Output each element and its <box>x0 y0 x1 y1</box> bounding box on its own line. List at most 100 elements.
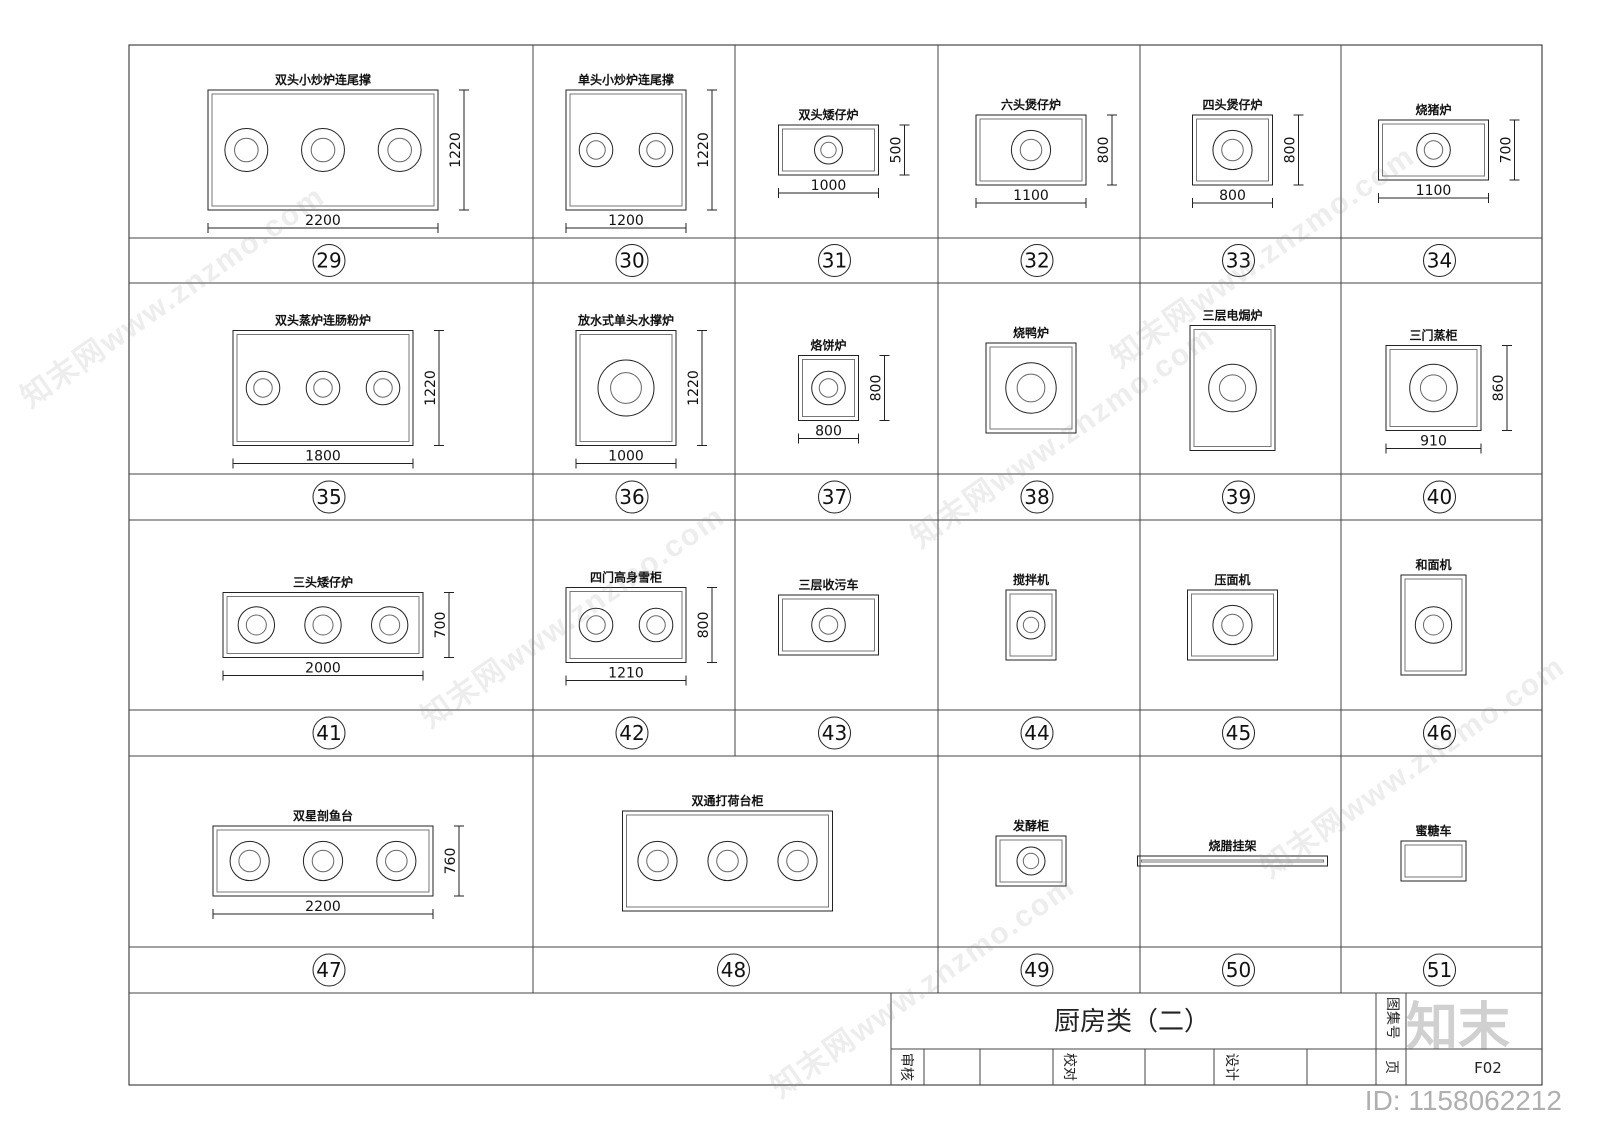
equipment-title: 烧猪炉 <box>1415 102 1451 117</box>
item-number-circle <box>1423 244 1456 277</box>
depth-dimension-label: 800 <box>1096 137 1112 164</box>
equipment-title: 四头煲仔炉 <box>1202 97 1262 112</box>
burner-shape <box>578 132 614 168</box>
equipment-inner-outline <box>782 128 875 172</box>
item-number-circle <box>1423 716 1456 750</box>
item-number-circle <box>1423 953 1456 987</box>
depth-dimension-label: 1220 <box>696 132 712 168</box>
item-number-circle <box>1222 716 1255 750</box>
burner-shape <box>1016 610 1046 640</box>
item-number-circle <box>1222 244 1255 277</box>
burner-ring <box>716 849 739 873</box>
burner-shape <box>305 370 341 406</box>
item-number-circle <box>615 480 649 514</box>
width-dimension-label: 1100 <box>1416 183 1452 199</box>
burner-shape <box>1016 846 1046 876</box>
burner-shape <box>1212 129 1253 171</box>
burner-shape <box>365 370 401 406</box>
burner-ring <box>1423 140 1444 160</box>
equipment-outline <box>798 355 859 421</box>
burner-ring <box>610 372 642 404</box>
equipment-outline <box>222 592 424 658</box>
equipment-title: 烧腊挂架 <box>1208 838 1256 853</box>
item-number: 40 <box>1427 485 1452 509</box>
burner-ring <box>1019 138 1043 162</box>
equipment-title: 发酵柜 <box>1012 818 1049 833</box>
equipment-cell-46: 和面机 46 <box>1400 557 1467 750</box>
burner-shape <box>370 606 409 644</box>
item-number: 41 <box>316 721 341 745</box>
page-number: F02 <box>1474 1059 1502 1077</box>
grid-lines <box>129 45 1542 994</box>
burner-ring <box>1422 614 1445 636</box>
item-number-circle <box>1423 480 1456 514</box>
width-dimension-label: 910 <box>1420 434 1447 450</box>
equipment-title: 三层电焗炉 <box>1202 308 1262 323</box>
proofread-label: 校对 <box>1061 1053 1078 1081</box>
width-dimension-label: 1000 <box>811 178 847 194</box>
item-number: 34 <box>1427 249 1452 273</box>
depth-dimension-label: 1220 <box>423 370 439 406</box>
item-number: 38 <box>1024 485 1049 509</box>
item-number: 50 <box>1226 958 1251 982</box>
item-number: 29 <box>316 249 341 273</box>
item-number-circle <box>717 953 750 987</box>
title-block <box>890 993 1542 1085</box>
burner-shape <box>597 359 655 417</box>
equipment-inner-outline <box>1191 593 1274 657</box>
item-number: 49 <box>1024 958 1049 982</box>
item-number-circle <box>818 716 851 750</box>
burner-shape <box>638 132 674 168</box>
equipment-title: 蜜糖车 <box>1415 823 1451 838</box>
equipment-outline <box>207 89 439 211</box>
id-tag: ID: 1158062212 <box>1364 1085 1562 1116</box>
equipment-outline <box>1400 574 1467 676</box>
depth-dimension-label: 1220 <box>686 370 702 406</box>
equipment-inner-outline <box>236 334 410 442</box>
item-number-circle <box>615 244 649 277</box>
burner-shape <box>814 135 843 165</box>
equipment-title: 和面机 <box>1414 557 1451 572</box>
burner-ring <box>245 614 267 636</box>
item-number: 36 <box>619 485 644 509</box>
equipment-outline <box>778 124 879 176</box>
equipment-inner-outline <box>216 829 430 893</box>
equipment-cell-50: 烧腊挂架 50 <box>1137 838 1328 987</box>
burner-shape <box>811 607 846 643</box>
burner-ring <box>1022 852 1040 870</box>
burner-shape <box>1005 362 1057 414</box>
burner-ring <box>310 137 336 163</box>
burner-shape <box>245 370 281 406</box>
equipment-inner-outline <box>1196 118 1269 182</box>
item-number-circle <box>312 244 346 277</box>
equipment-inner-outline <box>226 596 420 654</box>
burner-shape <box>1208 363 1257 413</box>
item-number: 37 <box>822 485 847 509</box>
item-number: 46 <box>1427 721 1452 745</box>
equipment-title: 三门蒸柜 <box>1409 328 1457 343</box>
burner-ring <box>818 378 839 398</box>
equipment-title: 烙饼炉 <box>810 338 846 353</box>
depth-dimension-label: 500 <box>889 137 905 164</box>
item-number-circle <box>818 480 851 514</box>
width-dimension-label: 1000 <box>608 449 644 465</box>
burner-ring <box>1022 616 1040 634</box>
burner-shape <box>224 128 269 172</box>
depth-dimension-label: 1220 <box>448 132 464 168</box>
depth-dimension-label: 760 <box>443 848 459 875</box>
sheet-border <box>128 44 1543 1086</box>
burner-ring <box>238 849 261 873</box>
equipment-outline <box>212 825 434 897</box>
burner-shape <box>1414 606 1453 644</box>
